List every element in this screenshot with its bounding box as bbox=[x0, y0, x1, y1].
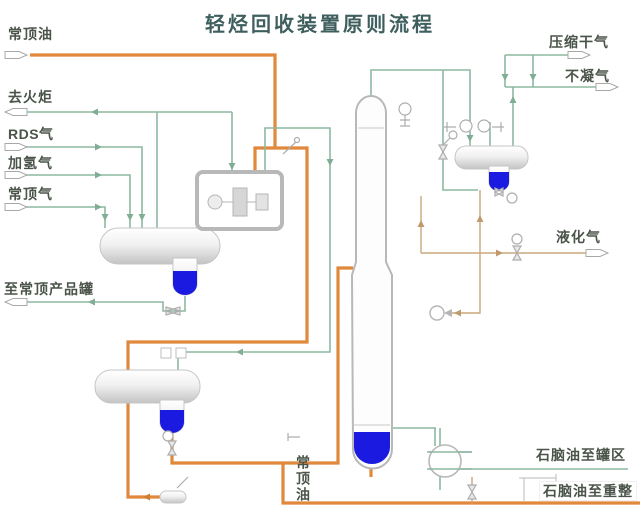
green-pipe-lines bbox=[14, 54, 628, 490]
valves-and-instruments bbox=[162, 102, 523, 500]
stream-label-compressed-dry-gas: 压缩干气 bbox=[549, 34, 609, 50]
diagram-title: 轻烃回收装置原则流程 bbox=[205, 14, 435, 36]
stream-label-noncondensable-gas: 不凝气 bbox=[565, 68, 610, 84]
stream-label-naphtha-to-reforming: 石脑油至重整 bbox=[540, 482, 636, 500]
reflux-pump-icon bbox=[429, 305, 452, 321]
stream-label-lpg: 液化气 bbox=[556, 229, 601, 245]
stream-label-changding-gas: 常顶气 bbox=[8, 186, 53, 202]
stabilizer-column-icon bbox=[350, 95, 393, 470]
compressor-package-icon bbox=[195, 170, 284, 231]
stream-label-changdingyou-in: 常顶油 bbox=[8, 26, 53, 42]
stream-label-naphtha-to-tank: 石脑油至罐区 bbox=[536, 447, 626, 463]
stream-label-to-product-tank: 至常顶产品罐 bbox=[4, 281, 94, 297]
stream-label-hydrogenation-gas: 加氢气 bbox=[8, 155, 53, 171]
product-cooler-icon bbox=[428, 444, 472, 478]
bottom-pump-icon bbox=[159, 490, 187, 504]
stream-label-rds-gas: RDS气 bbox=[8, 126, 54, 142]
orange-pipe-lines bbox=[30, 53, 640, 505]
stream-label-to-flare: 去火炬 bbox=[8, 89, 53, 105]
stream-label-changdingyou-vertical: 常顶油 bbox=[295, 455, 311, 503]
flash-drum-icon bbox=[94, 347, 201, 434]
overhead-separator-drum-icon bbox=[99, 227, 221, 296]
boundary-arrow-glyphs bbox=[3, 51, 620, 306]
gray-utility-lines bbox=[519, 474, 557, 502]
reflux-drum-icon bbox=[454, 145, 529, 192]
flow-arrowheads bbox=[88, 74, 537, 501]
